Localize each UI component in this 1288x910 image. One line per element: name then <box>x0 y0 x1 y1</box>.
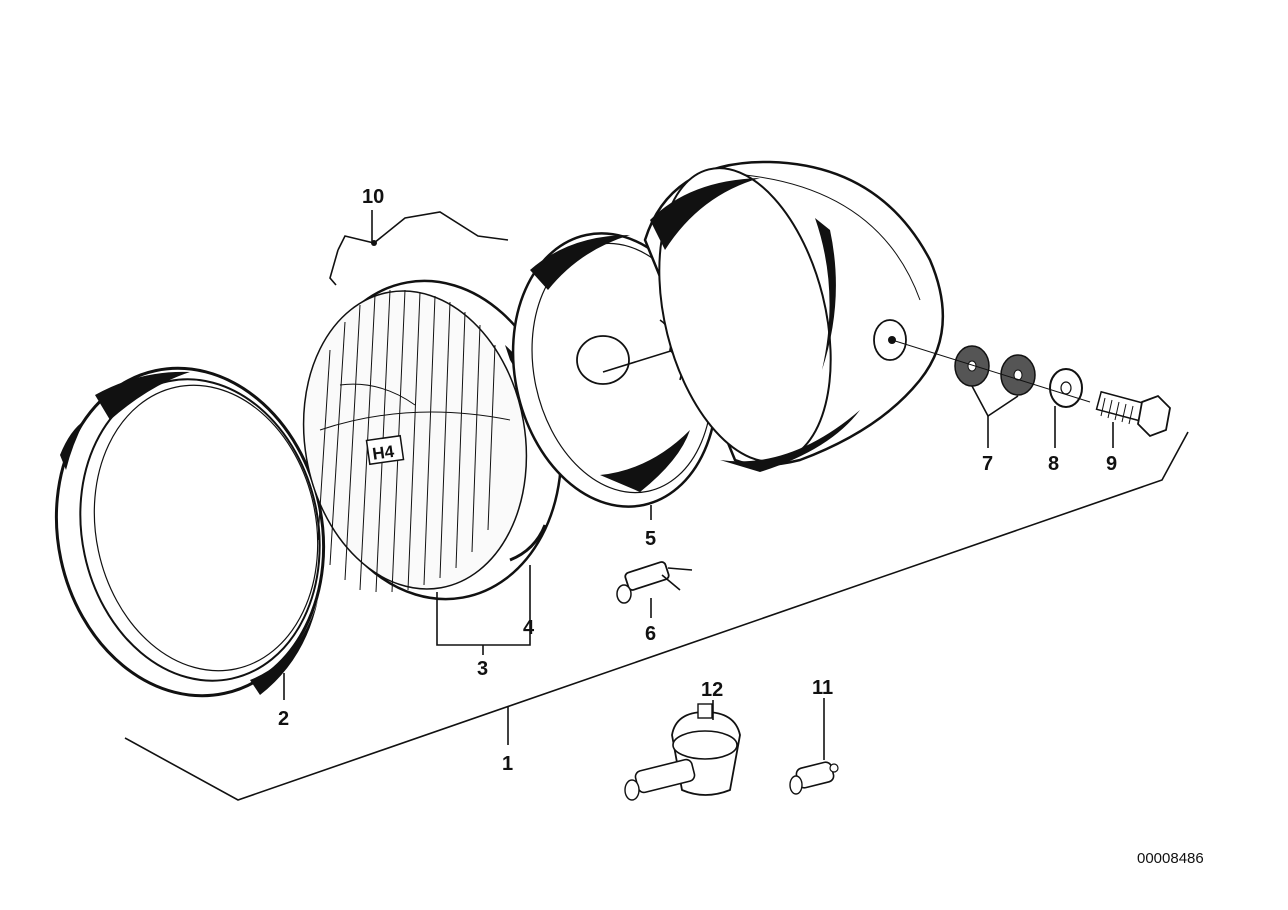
trim-ring[interactable] <box>27 343 354 721</box>
rubber-washer-rear[interactable] <box>1000 354 1036 396</box>
rubber-washer-front[interactable] <box>954 345 990 387</box>
callout-8: 8 <box>1048 453 1059 475</box>
callout-4: 4 <box>523 617 535 639</box>
document-number: 00008486 <box>1137 850 1204 867</box>
parking-bulb[interactable] <box>789 761 839 795</box>
callout-1: 1 <box>502 753 513 775</box>
assembly-bracket <box>124 431 1189 801</box>
callout-9: 9 <box>1106 453 1117 475</box>
flat-washer[interactable] <box>1049 368 1083 408</box>
bulb-holder[interactable] <box>616 561 693 604</box>
callout-3: 3 <box>477 658 488 680</box>
headlight-housing[interactable] <box>631 150 945 480</box>
callout-10: 10 <box>362 186 384 208</box>
lens-marking: H4 <box>371 442 396 464</box>
hex-bolt[interactable] <box>1095 390 1171 438</box>
callout-5: 5 <box>645 528 656 550</box>
callout-11: 11 <box>812 677 833 699</box>
lens-unit[interactable]: H4 <box>281 261 586 620</box>
wire-clip[interactable] <box>329 211 509 286</box>
leader-lines <box>283 210 1114 760</box>
callout-7: 7 <box>982 453 993 475</box>
callout-12: 12 <box>701 679 723 701</box>
callout-6: 6 <box>645 623 656 645</box>
callout-2: 2 <box>278 708 289 730</box>
h4-bulb[interactable] <box>624 703 741 801</box>
